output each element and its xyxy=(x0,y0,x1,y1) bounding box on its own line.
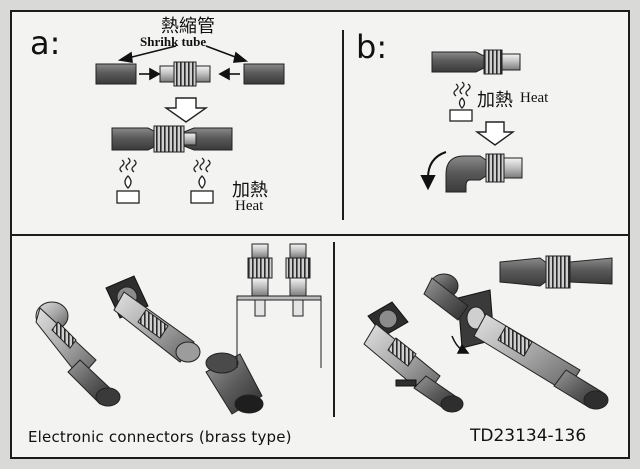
mounted-plug-left xyxy=(363,301,464,413)
inline-connector-icon xyxy=(499,255,613,289)
product-caption: Electronic connectors (brass type) xyxy=(28,428,292,446)
assembled-connector-a xyxy=(111,125,233,153)
label-pointer-arrows xyxy=(117,45,249,63)
part-number: TD23134-136 xyxy=(470,426,587,446)
bend-direction-arrow xyxy=(420,151,447,191)
panel-a-drawing xyxy=(95,45,285,204)
step-down-arrow-b xyxy=(474,121,516,146)
vertical-divider-top xyxy=(342,30,344,220)
connector-parts-exploded xyxy=(35,243,322,415)
step-down-arrow-a xyxy=(163,97,209,123)
plug-assembly-left xyxy=(35,301,121,407)
tube-before-heat xyxy=(431,49,521,75)
pcb-mounted-connectors xyxy=(236,243,322,368)
insert-arrow-left xyxy=(139,67,161,81)
shrink-tube-right xyxy=(243,63,285,85)
insert-arrow-right xyxy=(218,67,240,81)
shrink-tube-title-en: Shrihk tube xyxy=(140,34,207,49)
flange-socket xyxy=(105,275,201,363)
horizontal-divider xyxy=(10,234,630,236)
panel-b-drawing xyxy=(420,49,523,193)
heat-label-b-cjk: 加熱 xyxy=(477,90,513,111)
connector-mounting-view xyxy=(363,255,613,413)
shrink-tube-title-cjk: 熱縮管 xyxy=(161,16,215,37)
connector-center xyxy=(159,61,211,87)
panel-b-label: b: xyxy=(356,28,388,66)
insert-direction-arrow xyxy=(451,335,470,354)
heat-source-left xyxy=(116,157,140,204)
heat-source-right xyxy=(190,157,214,204)
heat-source-b xyxy=(449,81,473,122)
heat-label-b-en: Heat xyxy=(520,90,549,106)
panel-a-label: a: xyxy=(30,24,61,62)
rubber-boot xyxy=(205,352,264,415)
shrink-tube-left xyxy=(95,63,137,85)
panel-mount-plug xyxy=(423,273,609,410)
vertical-divider-bottom xyxy=(333,242,335,417)
bent-tube-after-heat xyxy=(445,153,523,193)
heat-label-a-cjk: 加熱 xyxy=(232,180,268,201)
heat-label-a-en: Heat xyxy=(235,198,264,214)
